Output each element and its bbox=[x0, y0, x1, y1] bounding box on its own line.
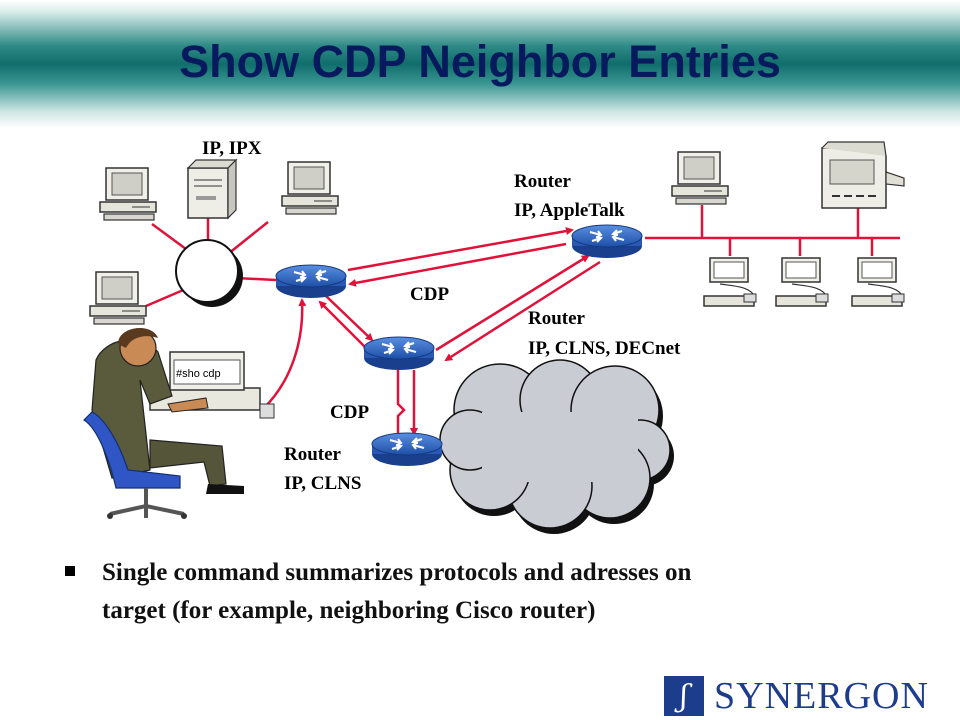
desktop-pc-icon bbox=[671, 151, 729, 205]
server-tower-icon bbox=[186, 158, 238, 220]
label-router-bottom: Router bbox=[284, 444, 342, 465]
logo-wordmark: SYNERGON bbox=[714, 675, 929, 717]
bullet-line-2: target (for example, neighboring Cisco r… bbox=[102, 597, 596, 624]
desktop-pc-icon bbox=[99, 167, 157, 221]
bullet-line-1: Single command summarizes protocols and … bbox=[102, 559, 692, 586]
label-cdp-lower: CDP bbox=[330, 402, 369, 423]
hub-icon bbox=[175, 239, 243, 307]
bullet-list: Single command summarizes protocols and … bbox=[60, 554, 880, 630]
router-icon-top bbox=[571, 224, 643, 259]
terminal-command-text: #sho cdp bbox=[176, 368, 221, 380]
terminal-station-icon bbox=[703, 257, 757, 307]
desktop-pc-icon bbox=[89, 271, 147, 325]
ethernet-segment bbox=[645, 205, 900, 256]
logo-mark-icon: ʃ bbox=[664, 676, 704, 716]
router-icon-bottom bbox=[371, 432, 443, 467]
label-router-right-protocols: IP, CLNS, DECnet bbox=[528, 338, 681, 359]
router-icon-center bbox=[363, 336, 435, 371]
label-router-top: Router bbox=[514, 171, 572, 192]
synergon-logo: ʃ SYNERGON bbox=[664, 676, 929, 716]
user-at-terminal-icon bbox=[83, 327, 275, 519]
label-router-right: Router bbox=[528, 308, 586, 329]
label-router-bottom-protocols: IP, CLNS bbox=[284, 473, 361, 494]
bullet-square-icon bbox=[65, 566, 75, 576]
bullet-item: Single command summarizes protocols and … bbox=[102, 554, 880, 630]
printer-icon bbox=[821, 141, 905, 209]
terminal-station-icon bbox=[851, 257, 905, 307]
terminal-station-icon bbox=[775, 257, 829, 307]
desktop-pc-icon bbox=[281, 161, 339, 215]
router-icon-left bbox=[275, 264, 347, 299]
label-ip-ipx: IP, IPX bbox=[202, 138, 262, 159]
cdp-links bbox=[263, 227, 601, 440]
label-cdp-upper: CDP bbox=[410, 284, 449, 305]
title-banner bbox=[0, 0, 960, 128]
label-router-top-protocols: IP, AppleTalk bbox=[514, 200, 625, 221]
cloud-network-icon bbox=[439, 359, 674, 534]
slide-title: Show CDP Neighbor Entries bbox=[179, 36, 781, 87]
